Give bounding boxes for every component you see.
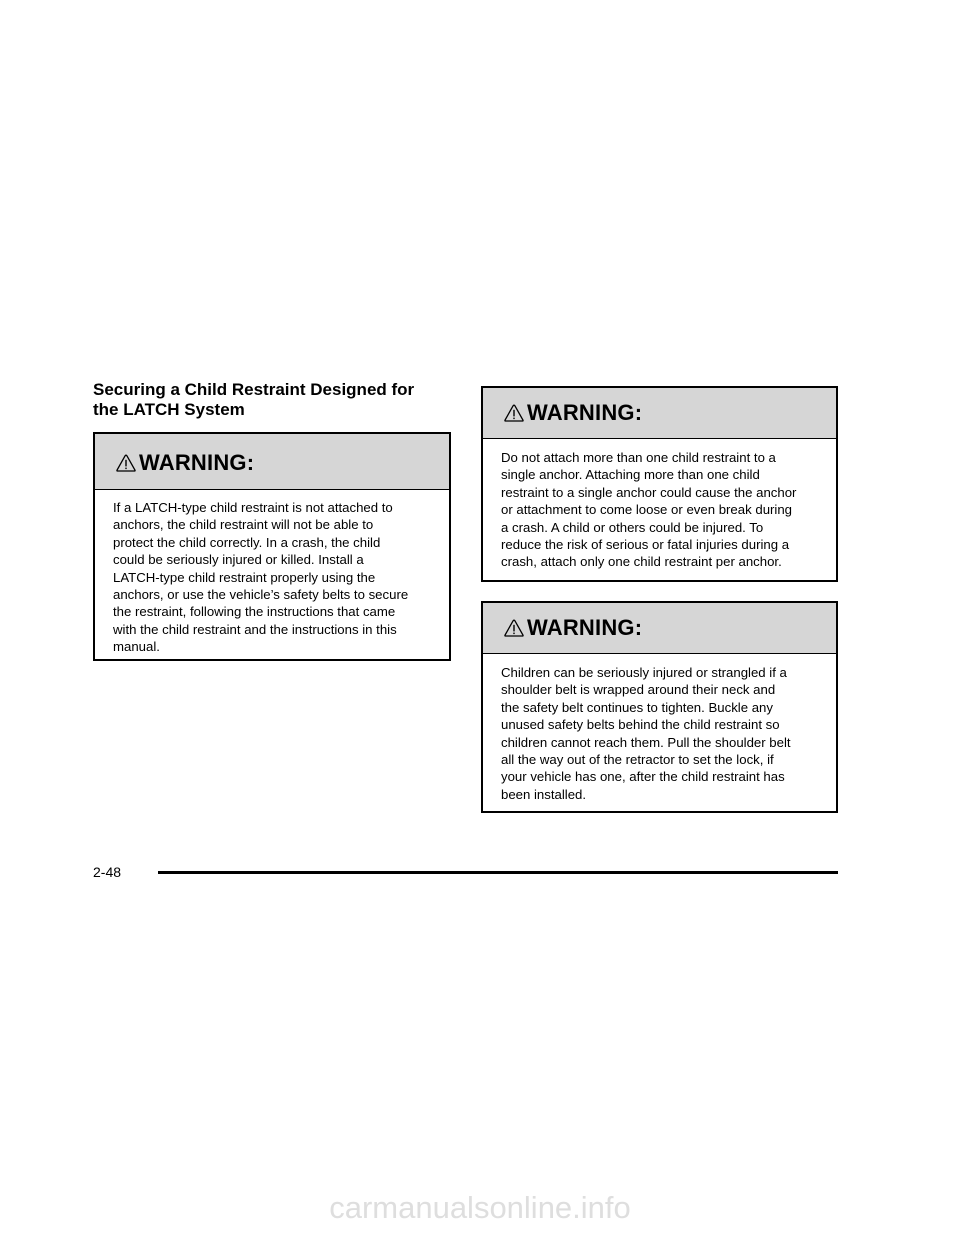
warning-text-line: Do not attach more than one child restra… [501,450,776,465]
warning-triangle-icon [504,619,524,637]
warning-text-line: your vehicle has one, after the child re… [501,769,785,785]
warning-text-line: anchors, the child restraint will not be… [113,517,374,533]
warning-text-line: could be seriously injured or killed. In… [113,552,364,568]
section-title-line-2: the LATCH System [93,400,245,419]
warning-body: If a LATCH-type child restraint is not a… [95,490,449,656]
watermark: carmanualsonline.info [329,1190,631,1225]
page-number: 2-48 [93,864,122,880]
warning-triangle-icon [504,404,524,422]
warning-text-line: a crash. A child or others could be inju… [501,519,764,535]
warning-box-single-anchor: WARNING: Do not attach more than one chi… [481,386,838,582]
footer-rule [158,871,838,874]
warning-text-line: anchors, or use the vehicle’s safety bel… [113,587,409,603]
warning-body: Do not attach more than one child restra… [483,439,836,571]
warning-text-line: restraint to a single anchor could cause… [501,484,797,500]
warning-text-line: the restraint, following the instruction… [113,604,396,620]
warning-text-line: been installed. [501,786,587,802]
warning-label: WARNING: [527,615,643,640]
warning-text-line: unused safety belts behind the child res… [501,717,780,733]
warning-text-line: manual. [113,639,160,655]
warning-text-line: or attachment to come loose or even brea… [501,502,793,518]
warning-header: WARNING: [95,434,449,490]
warning-label: WARNING: [139,449,255,475]
warning-box-latch-attachment: WARNING: If a LATCH-type child restraint… [93,432,451,661]
warning-text-line: LATCH-type child restraint properly usin… [113,569,376,585]
section-title: Securing a Child Restraint Designed for … [93,380,453,420]
warning-text-line: If a LATCH-type child restraint is not a… [113,500,393,515]
warning-triangle-icon [116,454,136,472]
warning-header: WARNING: [483,388,836,439]
warning-text-line: shoulder belt is wrapped around their ne… [501,682,776,698]
warning-box-shoulder-belt: WARNING: Children can be seriously injur… [481,601,838,813]
warning-text-line: children cannot reach them. Pull the sho… [501,734,791,750]
warning-header: WARNING: [483,603,836,654]
warning-text-line: single anchor. Attaching more than one c… [501,467,760,483]
warning-body: Children can be seriously injured or str… [483,654,836,803]
warning-text-line: the safety belt continues to tighten. Bu… [501,699,773,715]
warning-label: WARNING: [527,400,643,425]
warning-text-line: Children can be seriously injured or str… [501,665,787,680]
warning-text-line: all the way out of the retractor to set … [501,752,774,768]
warning-text-line: crash, attach only one child restraint p… [501,554,782,570]
warning-text-line: with the child restraint and the instruc… [113,621,397,637]
warning-text-line: protect the child correctly. In a crash,… [113,534,381,550]
warning-text-line: reduce the risk of serious or fatal inju… [501,537,790,553]
section-title-line-1: Securing a Child Restraint Designed for [93,380,415,399]
